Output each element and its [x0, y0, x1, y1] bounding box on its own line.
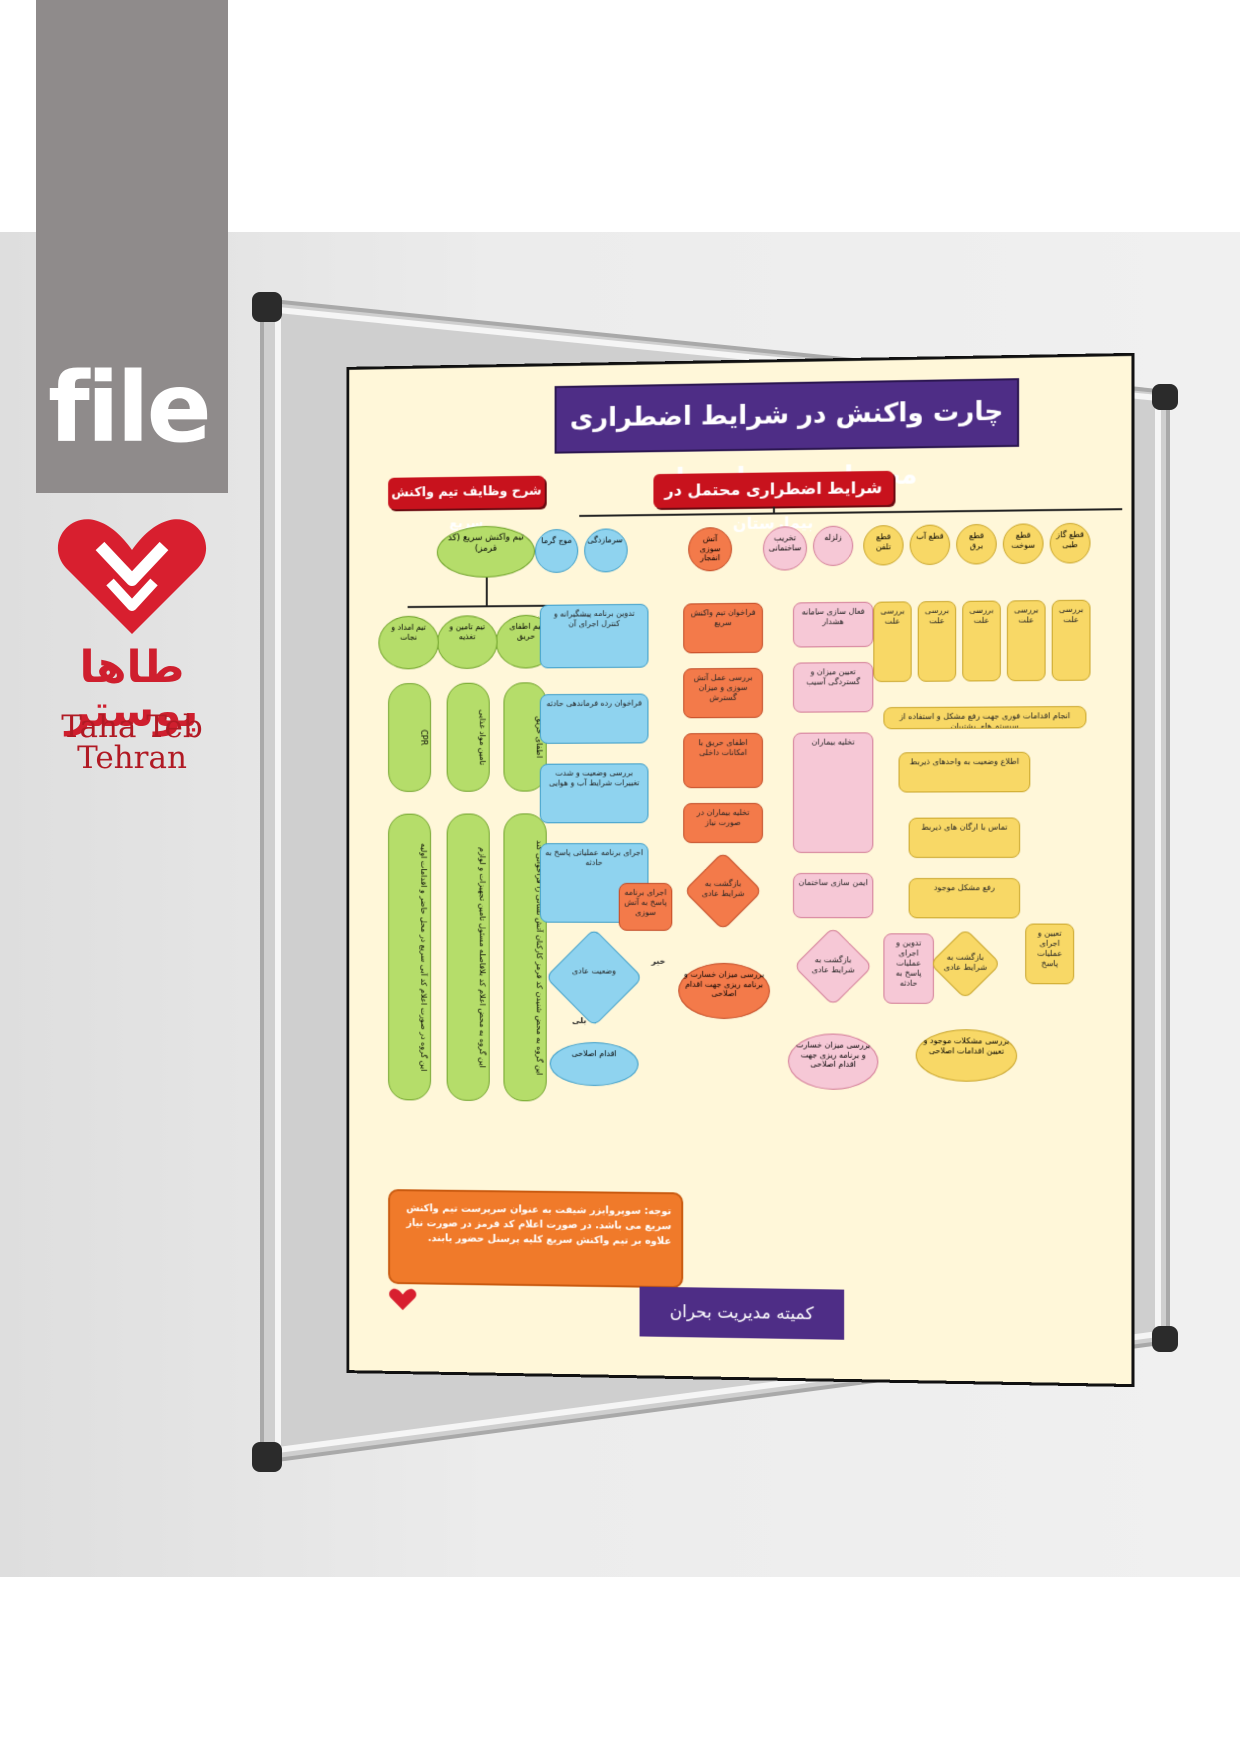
- frame-corner-icon: [1152, 384, 1178, 410]
- flow-side: اجرای برنامه پاسخ به آتش سوزی: [618, 882, 673, 931]
- note-box: توجه: سوپروایزر شیفت به عنوان سرپرست تیم…: [388, 1189, 684, 1289]
- flow-band: انجام اقدامات فوری جهت رفع مشکل و استفاد…: [883, 706, 1087, 730]
- flow-step: بررسی علت: [917, 600, 957, 682]
- flow-end: بررسی میزان خسارت و برنامه ریزی جهت اقدا…: [678, 962, 770, 1020]
- flow-step: تماس با ارگان های ذیربط: [908, 817, 1021, 858]
- team-mid-label: CPR: [388, 683, 432, 792]
- flow-step: رفع مشکل موجود: [908, 878, 1021, 919]
- team-duty: این گروه در صورت اعلام کد آبی سریع در مح…: [388, 813, 432, 1101]
- category-bubble: قطع تلفن: [863, 524, 904, 566]
- flow-end: بررسی میزان خسارت و برنامه ریزی جهت اقدا…: [787, 1033, 879, 1091]
- frame-corner-icon: [1152, 1326, 1178, 1352]
- footer-bar: کمیته مدیریت بحران: [639, 1286, 845, 1340]
- category-bubble: قطع سوخت: [1002, 523, 1044, 565]
- decision-label: وضعیت عادی: [572, 966, 616, 976]
- flow-step: فعال سازی سامانه هشدار: [792, 601, 874, 648]
- flow-step: فراخوان تیم واکنش سریع: [683, 602, 763, 654]
- left-banner: شرح وظایف تیم واکنش سریع: [388, 475, 545, 531]
- category-bubble: زلزله: [813, 525, 854, 567]
- brand-name-fa: طاها پوستر: [65, 642, 199, 737]
- file-label: file: [48, 352, 212, 464]
- flow-step: بررسی علت: [962, 600, 1001, 682]
- flow-end: اقدام اصلاحی: [549, 1041, 639, 1087]
- subtitle-banner: شرایط اضطراری محتمل در بیمارستان: [653, 470, 894, 533]
- decision-label: بازگشت به شرایط عادی: [811, 955, 855, 975]
- heart-logo-icon: [389, 1288, 417, 1311]
- brand-name-en: Taha Teb Tehran: [61, 709, 203, 776]
- category-bubble: آتش سوزی انفجار: [688, 527, 733, 572]
- flow-step: ایمن سازی ساختمان: [792, 873, 874, 919]
- team-mid-label: تامین مواد غذایی: [446, 682, 490, 792]
- category-bubble: سرمازدگی: [584, 528, 628, 573]
- flow-end: بررسی مشکلات موجود و تعیین اقدامات اصلاح…: [915, 1028, 1018, 1083]
- flow-step: اطلاع وضعیت به واحدهای ذیربط: [898, 751, 1031, 793]
- category-bubble: موج گرما: [534, 528, 579, 574]
- flow-step: بررسی علت: [1006, 600, 1046, 682]
- flow-step: بررسی علت: [1051, 599, 1091, 681]
- connector-line: [772, 506, 775, 515]
- flow-step: بررسی عمل آتش سوزی و میزان گسترش: [683, 667, 763, 719]
- connector-line: [485, 577, 488, 606]
- category-bubble: قطع برق: [956, 523, 997, 565]
- no-label: خیر: [651, 956, 666, 966]
- team-duty: این گروه به محض اعلام کد بلافاصله مسئول …: [446, 813, 490, 1102]
- category-bubble: قطع گاز طبی: [1049, 522, 1091, 564]
- yes-label: بلی: [572, 1016, 587, 1026]
- flow-step: تعیین میزان و گستردگی آسیب: [792, 661, 874, 713]
- team-head: تیم واکنش سریع (کد قرمز): [436, 525, 535, 579]
- decision-label: بازگشت به شرایط عادی: [943, 952, 987, 972]
- frame-corner-icon: [252, 292, 282, 322]
- file-tag: [36, 0, 228, 493]
- team-name: تیم تامین و تغذیه: [436, 615, 498, 670]
- flow-step: تخلیه بیماران: [792, 732, 874, 853]
- poster: چارت واکنش در شرایط اضطراری محتمل در بیم…: [346, 352, 1135, 1388]
- flow-step: تخلیه بیماران در صورت نیاز: [683, 802, 763, 844]
- poster-title: چارت واکنش در شرایط اضطراری محتمل در بیم…: [554, 378, 1020, 494]
- flow-step: فراخوان رده فرماندهی حادثه: [539, 693, 649, 744]
- heart-logo-icon: [57, 519, 207, 634]
- flow-step: بررسی وضعیت و شدت تغییرات شرایط آب و هوا…: [539, 763, 649, 824]
- flow-step: اطفای حریق با امکانات داخلی: [683, 732, 763, 789]
- decision-label: بازگشت به شرایط عادی: [701, 878, 745, 899]
- category-bubble: تخریب ساختمانی: [762, 526, 808, 571]
- category-bubble: قطع آب: [909, 524, 951, 566]
- team-name: تیم امداد و نجات: [378, 615, 439, 670]
- frame-corner-icon: [252, 1442, 282, 1472]
- flow-side: تعیین و اجرای عملیات پاسخ: [1025, 923, 1075, 985]
- flow-side: تدوین و اجرای عملیات پاسخ به حادثه: [883, 933, 934, 1004]
- flow-step: بررسی علت: [873, 601, 912, 683]
- flow-step: تدوین برنامه پیشگیرانه و کنترل اجرای آن: [539, 603, 649, 669]
